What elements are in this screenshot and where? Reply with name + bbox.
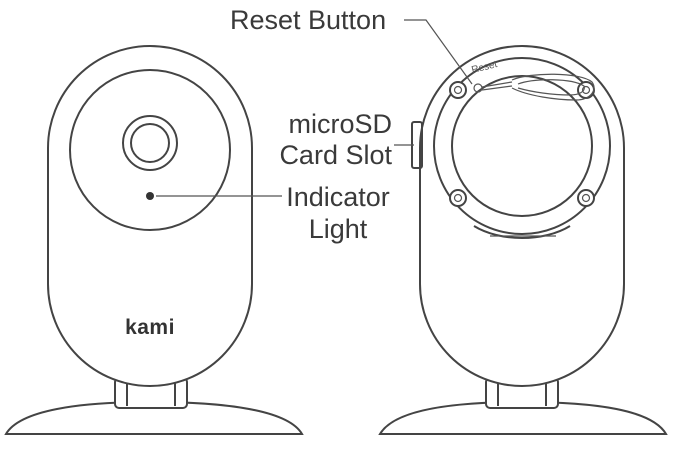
reset-button-hole [473,83,483,93]
callout-reset: Reset Button [230,5,473,85]
front-view: kami [4,45,304,435]
back-plate-outer [433,57,611,235]
indicator-light-dot [146,192,154,200]
callout-indicator: Indicator Light [156,182,390,244]
callout-microsd: microSD Card Slot [279,109,414,170]
screw-bottom-right [577,189,595,207]
label-indicator-line1: Indicator [286,182,390,212]
label-indicator-line2: Light [309,214,368,244]
label-reset-button: Reset Button [230,5,386,35]
ejector-pin-tool [481,73,595,101]
label-microsd-line1: microSD [288,109,392,139]
front-camera-body [47,45,253,387]
front-face-disc [69,69,231,231]
back-plate-lip [473,225,571,239]
lens-inner [130,123,170,163]
screw-top-left [449,81,467,99]
back-plate-inner [451,75,593,217]
screw-bottom-left [449,189,467,207]
back-view: Reset [378,45,668,435]
brand-logo: kami [125,316,175,339]
label-microsd-line2: Card Slot [279,140,392,170]
lens-outer [122,115,178,171]
